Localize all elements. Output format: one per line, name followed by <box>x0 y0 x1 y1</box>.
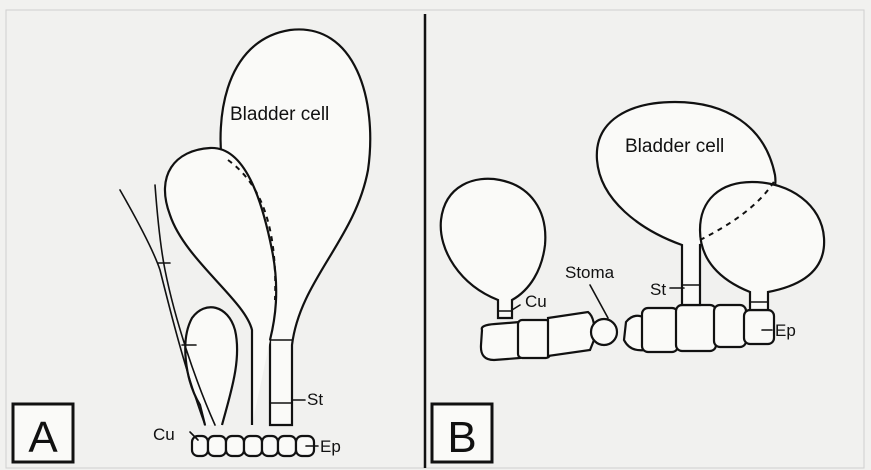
panel-b-cu-label: Cu <box>525 292 547 311</box>
epidermal-cell <box>226 436 244 456</box>
panel-b-guard-cell-left <box>591 319 617 345</box>
panel-a-ep-label: Ep <box>320 437 341 456</box>
epidermal-cell <box>481 322 520 360</box>
epidermal-cell <box>714 305 746 347</box>
panel-b-ep-label: Ep <box>775 321 796 340</box>
epidermal-cell <box>548 312 594 356</box>
panel-a-epidermis <box>192 436 314 456</box>
epidermal-cell <box>676 305 716 351</box>
epidermal-cell <box>192 436 208 456</box>
panel-a-cu-label: Cu <box>153 425 175 444</box>
panel-b-bladder-label: Bladder cell <box>625 136 724 157</box>
epidermal-cell <box>278 436 296 456</box>
panel-b-letter: B <box>447 413 476 462</box>
epidermal-cell <box>518 320 550 358</box>
epidermal-cell <box>262 436 278 456</box>
panel-a-letter: A <box>28 413 58 462</box>
epidermal-cell <box>744 310 774 344</box>
panel-a-st-label: St <box>307 390 323 409</box>
panel-b-stoma-label: Stoma <box>565 263 615 282</box>
panel-a-bladder-label: Bladder cell <box>230 104 329 125</box>
epidermal-cell <box>208 436 226 456</box>
epidermal-cell <box>642 308 678 352</box>
panel-b-st-label: St <box>650 280 666 299</box>
epidermal-cell <box>244 436 262 456</box>
